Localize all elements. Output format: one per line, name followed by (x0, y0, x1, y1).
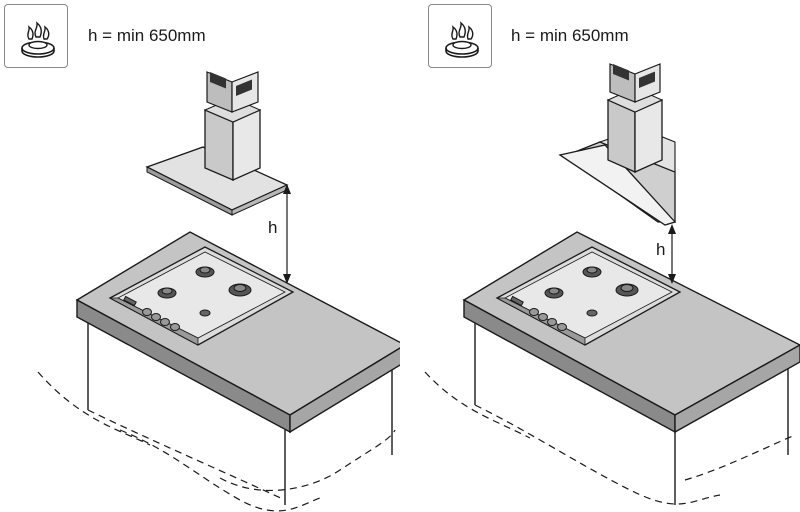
height-marker-label: h (268, 218, 278, 237)
height-requirement-caption: h = min 650mm (511, 26, 629, 45)
height-requirement-caption: h = min 650mm (88, 26, 206, 45)
control-knobs (123, 295, 180, 331)
gas-burner-icon (21, 21, 55, 58)
burner (157, 266, 252, 317)
panel-chimney-hood: h = min 650mm (4, 4, 400, 512)
chimney-hood-scene (37, 71, 400, 512)
burner (544, 266, 639, 317)
burner-icon-box (4, 4, 68, 68)
burner-icon-box (428, 4, 492, 68)
angled-hood-scene (424, 63, 800, 505)
control-knobs (510, 295, 567, 331)
gas-burner-icon (445, 21, 479, 58)
panel-angled-hood: h = min 650mm (400, 0, 800, 512)
height-marker-label: h (656, 240, 666, 259)
